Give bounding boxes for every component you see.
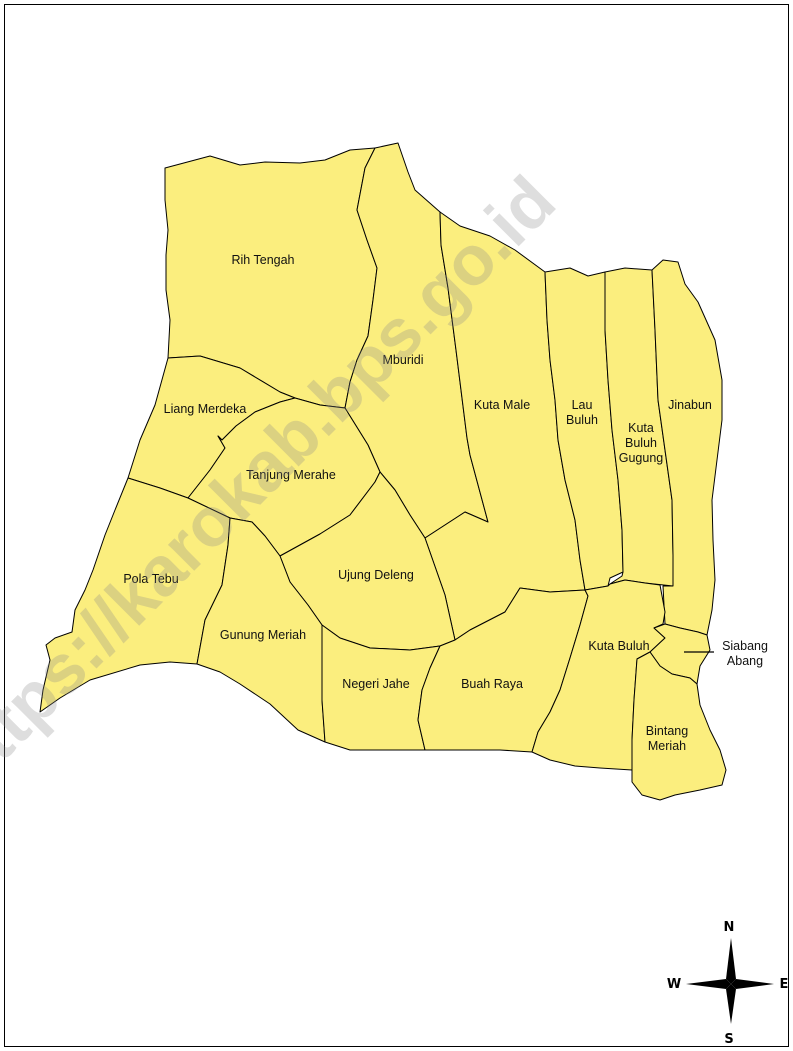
- regions-layer: [39, 142, 727, 801]
- region-label-pola-tebu: Pola Tebu: [123, 572, 178, 586]
- region-label-liang-merdeka: Liang Merdeka: [164, 402, 247, 416]
- region-label-kuta-male: Kuta Male: [474, 398, 530, 412]
- compass-south-label: S: [724, 1032, 733, 1047]
- region-label-negeri-jahe: Negeri Jahe: [342, 677, 409, 691]
- region-bintang-meriah[interactable]: [631, 651, 727, 801]
- region-jinabun[interactable]: [651, 259, 723, 636]
- compass-needle-east: [731, 979, 774, 989]
- region-label-mburidi: Mburidi: [383, 353, 424, 367]
- compass-west-label: W: [667, 977, 681, 992]
- region-label-ujung-deleng: Ujung Deleng: [338, 568, 414, 582]
- compass-needle-south: [726, 984, 736, 1024]
- region-label-rih-tengah: Rih Tengah: [231, 253, 294, 267]
- region-label-buah-raya: Buah Raya: [461, 677, 523, 691]
- region-label-jinabun: Jinabun: [668, 398, 712, 412]
- compass-rose: N S W E: [667, 920, 789, 1047]
- compass-needle-west: [686, 979, 731, 989]
- region-label-gunung-meriah: Gunung Meriah: [220, 628, 306, 642]
- region-label-tanjung-merahe: Tanjung Merahe: [246, 468, 336, 482]
- compass-needle-north: [726, 938, 736, 984]
- compass-east-label: E: [780, 977, 789, 992]
- region-label-kuta-buluh: Kuta Buluh: [588, 639, 649, 653]
- compass-north-label: N: [724, 920, 735, 935]
